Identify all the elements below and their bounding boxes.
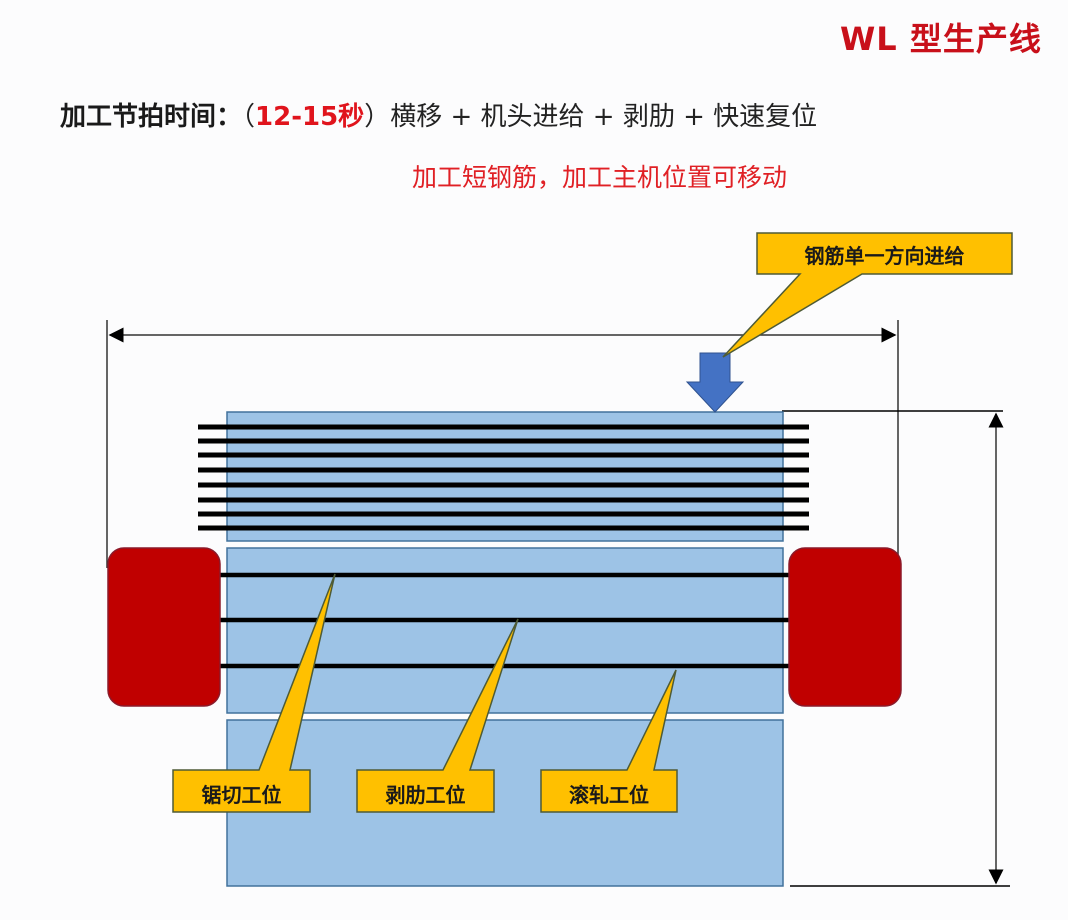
right-machine-head xyxy=(788,547,902,707)
rolling-station-callout: 滚轧工位 xyxy=(569,783,649,807)
cycle-time-label: 加工节拍时间： xyxy=(60,102,243,132)
processing-rebars xyxy=(220,572,792,669)
open-paren: （ xyxy=(242,102,256,132)
cycle-time-line: 加工节拍时间：（12-15秒）横移 + 机头进给 + 剥肋 + 快速复位 xyxy=(60,96,817,133)
close-paren: ） xyxy=(364,102,391,132)
lower-platform xyxy=(226,719,784,887)
rib-strip-station-callout: 剥肋工位 xyxy=(385,783,466,807)
feed-rebars xyxy=(198,424,809,531)
feed-down-arrow-icon xyxy=(685,352,745,413)
horizontal-width-dimension xyxy=(106,320,899,568)
feed-direction-callout: 钢筋单一方向进给 xyxy=(804,244,965,268)
saw-station-callout-shape xyxy=(172,573,336,813)
saw-station-callout: 锯切工位 xyxy=(201,783,282,807)
cycle-steps: 横移 + 机头进给 + 剥肋 + 快速复位 xyxy=(390,102,818,132)
rolling-station-callout-shape xyxy=(540,669,678,813)
cycle-time-value: 12-15秒 xyxy=(255,102,365,132)
left-machine-head xyxy=(107,547,221,707)
feed-platform xyxy=(226,411,784,542)
brand-title: WL 型生产线 xyxy=(840,20,1042,58)
feed-direction-callout-shape xyxy=(722,232,1013,358)
rib-strip-station-callout-shape xyxy=(356,618,519,813)
subtitle-note: 加工短钢筋，加工主机位置可移动 xyxy=(412,163,788,192)
vertical-height-dimension xyxy=(782,410,1010,887)
